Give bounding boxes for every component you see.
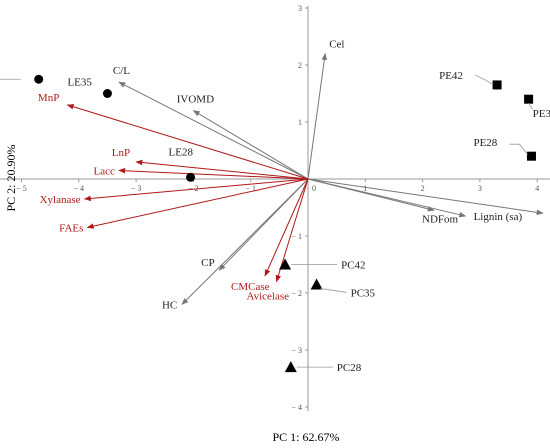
loading-label-cel: Cel <box>329 39 344 51</box>
y-tick-label: − 3 <box>291 346 302 355</box>
y-tick-label: − 2 <box>291 289 302 298</box>
score-label-pc42: PC42 <box>341 260 365 272</box>
loading-label-lacc: Lacc <box>94 165 115 177</box>
score-label-pe28: PE28 <box>473 137 497 149</box>
score-label-pe35: PE35 <box>533 108 550 120</box>
loading-arrow-c-l <box>118 81 309 180</box>
loading-label-faes: FAEs <box>59 222 83 234</box>
loading-label-avicelase: Avicelase <box>246 291 289 303</box>
loading-label-lnp: LnP <box>112 147 130 159</box>
loading-arrow-lnp <box>135 159 309 180</box>
loading-arrow-cel <box>307 52 328 180</box>
score-point-pe28 <box>526 151 536 161</box>
score-point-pe35 <box>524 94 534 104</box>
x-tick-label: − 4 <box>74 184 85 193</box>
loading-arrow-faes <box>86 178 309 229</box>
score-leader-pe42 <box>474 74 494 86</box>
x-tick-label: 1 <box>363 184 367 193</box>
score-point-le28 <box>186 172 196 182</box>
y-tick-label: 2 <box>298 61 302 70</box>
loading-arrow-avicelase <box>275 178 309 283</box>
loading-label-c-l: C/L <box>113 65 130 77</box>
score-point-pc42 <box>279 258 292 270</box>
x-tick-label: − 2 <box>188 184 199 193</box>
y-axis-title: PC 2: 20.90% <box>4 144 18 211</box>
loading-label-mnp: MnP <box>38 92 59 104</box>
loading-arrow-lacc <box>118 167 309 180</box>
x-tick-label: 2 <box>421 184 425 193</box>
loading-label-lignin-sa: Lignin (sa) <box>474 211 523 223</box>
loading-arrow-xylanase <box>83 178 309 202</box>
y-tick-label: − 4 <box>291 403 302 412</box>
loading-arrow-ivomd <box>192 110 309 180</box>
x-tick-label: 4 <box>535 184 539 193</box>
loading-label-xylanase: Xylanase <box>40 194 81 206</box>
score-label-pc35: PC35 <box>351 287 376 299</box>
y-tick-label: 3 <box>298 4 302 13</box>
loading-arrow-mnp <box>66 104 309 180</box>
x-axis-title: PC 1: 62.67% <box>272 430 339 444</box>
loading-label-cp: CP <box>201 257 214 269</box>
loading-label-cmcase: CMCase <box>231 281 270 293</box>
x-tick-label: 3 <box>478 184 482 193</box>
score-point-pc28 <box>284 361 297 373</box>
score-point-le35 <box>102 89 112 98</box>
x-tick-label: − 1 <box>245 184 256 193</box>
x-tick-label: − 3 <box>131 184 142 193</box>
x-tick-label: − 5 <box>16 184 27 193</box>
score-point-le42 <box>34 74 44 84</box>
score-label-pe42: PE42 <box>439 70 463 82</box>
loading-label-ivomd: IVOMD <box>177 94 214 106</box>
y-tick-label: 1 <box>298 118 302 127</box>
loading-label-ndfom: NDFom <box>422 213 459 225</box>
loading-arrow-ndfom <box>307 178 435 212</box>
score-label-pc28: PC28 <box>337 362 362 374</box>
loading-arrow-adfom <box>307 178 544 216</box>
loading-arrow-hc <box>181 178 309 305</box>
score-leader-pe28 <box>509 143 528 155</box>
score-leader-pc35 <box>320 288 347 293</box>
plot-axes <box>0 6 550 411</box>
loading-arrow-cmcase <box>264 178 309 277</box>
score-point-pe42 <box>492 80 502 90</box>
score-label-le35: LE35 <box>67 77 92 89</box>
origin-tick-label: 0 <box>312 184 316 193</box>
score-leader-pe35 <box>528 102 533 110</box>
loading-label-hc: HC <box>162 299 177 311</box>
score-label-le28: LE28 <box>169 146 194 158</box>
score-point-pc35 <box>310 278 323 290</box>
y-tick-label: − 1 <box>291 232 302 241</box>
score-points: LE42LE35LE28PE42PE35PE28PC42PC35PC28 <box>0 70 550 374</box>
